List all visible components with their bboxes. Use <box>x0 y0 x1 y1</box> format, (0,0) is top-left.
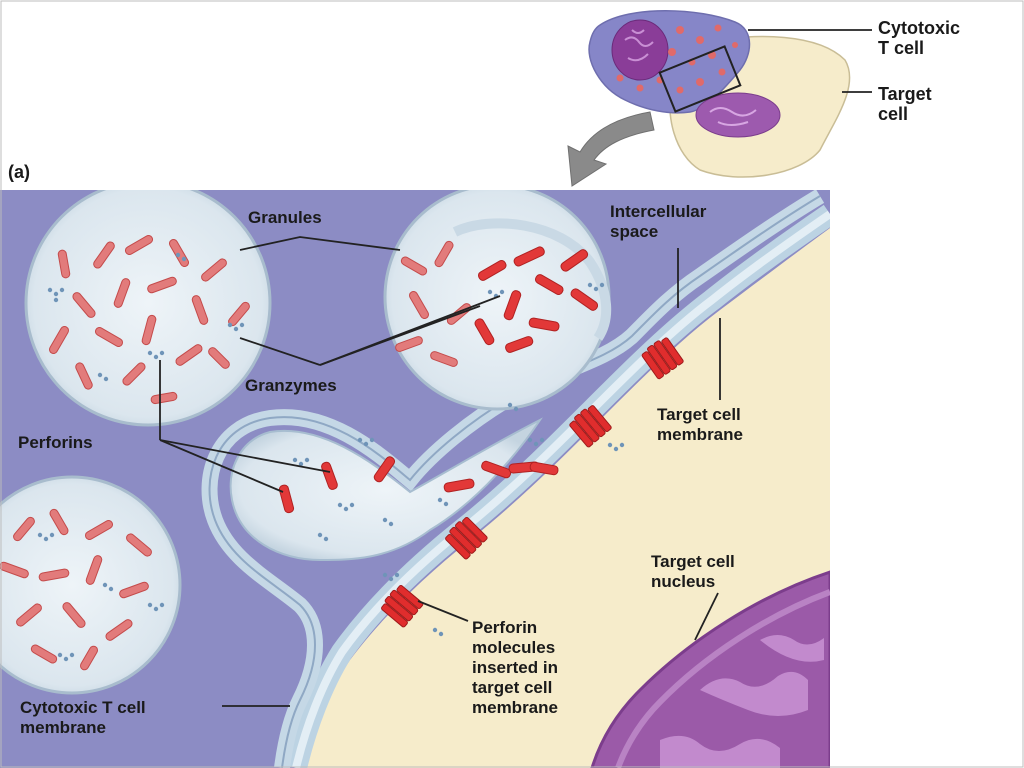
inset-overview <box>567 10 872 187</box>
label-intercellular-space: Intercellular space <box>610 202 707 241</box>
zoom-arrow <box>567 111 655 187</box>
granule-upper-left <box>24 190 272 427</box>
inset-zoom-box <box>658 45 742 113</box>
perforin-rods <box>0 235 472 671</box>
leader-lines <box>159 236 721 707</box>
label-perforins: Perforins <box>18 433 93 452</box>
label-panel-a: (a) <box>8 162 30 182</box>
granule-lower-left <box>0 475 182 695</box>
label-cytotoxic-t-cell: Cytotoxic T cell <box>878 18 961 58</box>
granzymes-dots <box>37 252 625 662</box>
label-cytotoxic-t-cell-membrane: Cytotoxic T cell membrane <box>20 698 146 737</box>
perforin-molecules <box>278 246 599 514</box>
inset-t-cell-nucleus <box>611 19 669 81</box>
label-perforin-molecules-inserted: Perforin molecules inserted in target ce… <box>472 618 558 717</box>
label-target-cell: Target cell <box>878 84 932 124</box>
label-target-cell-membrane: Target cell membrane <box>657 405 743 444</box>
label-target-cell-nucleus: Target cell nucleus <box>651 552 735 591</box>
label-granules: Granules <box>248 208 322 227</box>
main-panel <box>0 190 830 768</box>
perforin-pores <box>381 337 684 628</box>
label-granzymes: Granzymes <box>245 376 337 395</box>
fused-granule <box>229 417 543 562</box>
